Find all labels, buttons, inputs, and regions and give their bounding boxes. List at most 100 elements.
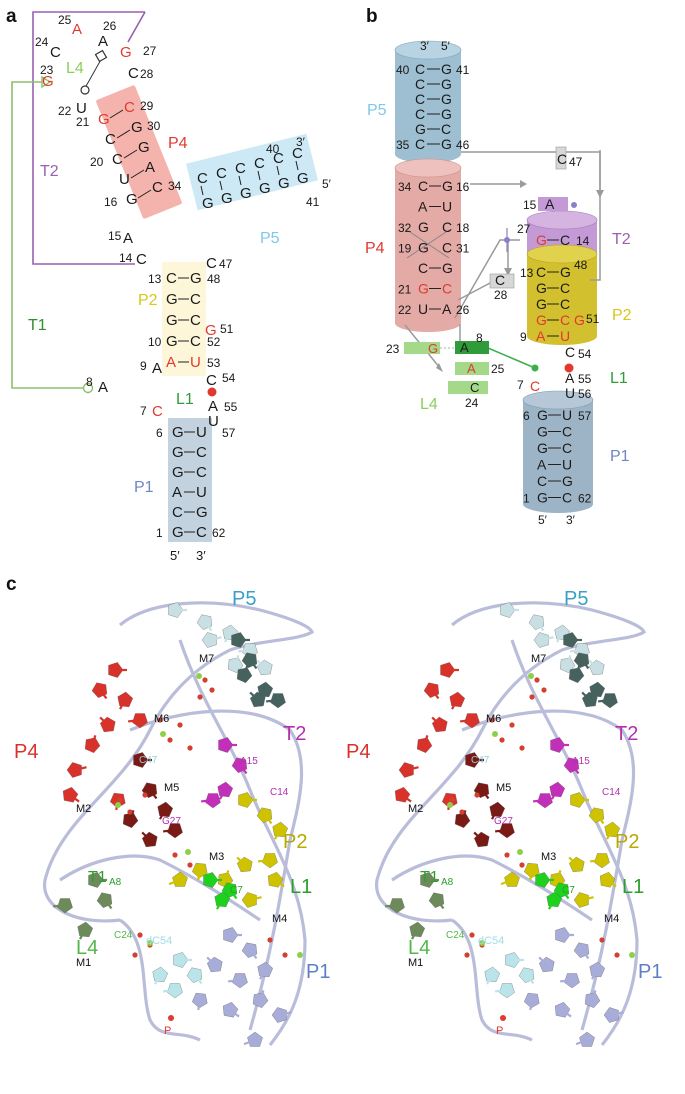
nucleotide-stick [500, 878, 513, 886]
water-dot [167, 737, 173, 743]
nucleotide-number: 52 [207, 335, 221, 349]
b-l4-base: A [467, 361, 476, 376]
stereo-left-label-dc54: dC54 [146, 935, 172, 947]
stereo-right-label-l4: L4 [408, 937, 430, 959]
nucleotide-stick [581, 691, 591, 701]
nucleotide-base [236, 667, 253, 683]
stereo-left-label-c47: C47 [139, 755, 158, 766]
nucleotide-stick [532, 798, 546, 803]
nucleotide-number: 19 [398, 242, 412, 256]
loop-nucleotide: C [50, 44, 61, 61]
label-p5: P5 [260, 230, 280, 247]
nucleotide-number: 14 [576, 234, 590, 248]
b-p5-left-base: C [415, 76, 425, 92]
water-dot [519, 745, 525, 751]
nucleotide-number: 25 [491, 362, 505, 376]
stereo-right-label-p4: P4 [346, 741, 370, 763]
stereo-left-label-g27: G27 [162, 816, 181, 827]
stereo-right-label-c24: C24 [446, 930, 465, 941]
b-p4-right-base: C [442, 219, 452, 235]
label-p4: P4 [168, 135, 188, 152]
nucleotide-stick [555, 870, 562, 881]
water-dot [267, 937, 273, 943]
metal-ion [160, 731, 166, 737]
panel-b-tertiary-schematic: b [365, 6, 632, 527]
label-b-p4: P4 [365, 240, 385, 257]
b-t2-right-base: C [560, 232, 570, 248]
b-p4-left-base: G [418, 281, 429, 297]
b-p5-left-base: G [415, 121, 426, 137]
nucleotide-number: 54 [578, 347, 592, 361]
p5-bond [295, 160, 299, 171]
nucleotide-number: 47 [219, 257, 233, 271]
p1-right-base: G [196, 504, 208, 521]
nucleotide-stick [556, 632, 563, 643]
nucleotide-stick [581, 659, 590, 670]
nucleotide-stick [274, 879, 285, 888]
nucleotide-number: 29 [140, 99, 154, 113]
b-p4-left-base: C [418, 178, 428, 194]
panel-c-label: c [6, 574, 17, 595]
nucleotide-base [157, 801, 173, 818]
p5-top-base: C [273, 150, 284, 167]
nucleotide-number: 40 [396, 63, 410, 77]
label-l4: L4 [66, 60, 84, 77]
b-p5-left-base: C [415, 106, 425, 122]
nucleotide-number: 55 [578, 372, 592, 386]
backbone-ribbon [59, 854, 261, 922]
nucleotide-number: 21 [76, 115, 90, 129]
nucleotide-stick [581, 949, 590, 960]
nucleotide-stick [591, 969, 598, 980]
b-p1-right-base: C [562, 440, 572, 456]
nucleotide-stick [460, 810, 467, 821]
nucleotide-number: 23 [386, 342, 400, 356]
nucleotide-stick [229, 1009, 240, 1018]
stereo-view-left: P5P4T2P2L1T1L4P1M7M6M5M2M3M4M1A15C14C47G… [14, 588, 330, 1047]
water-dot [117, 797, 123, 803]
nucleotide-number: 34 [398, 180, 412, 194]
p5-bottom-base: G [278, 175, 290, 192]
b-p5-right-base: G [441, 91, 452, 107]
water-dot [469, 932, 475, 938]
nucleotide-stick [219, 789, 226, 800]
nucleotide-number: 53 [207, 356, 221, 370]
metal-ion [492, 731, 498, 737]
nucleotide-number: 41 [306, 195, 320, 209]
nucleotide-stick [401, 794, 412, 803]
nucleotide-base [247, 1031, 263, 1047]
p5-bond [276, 165, 280, 176]
b-p2-bulge-base: G [574, 312, 585, 328]
p5-highlight-box [186, 133, 318, 211]
g23-box [404, 342, 440, 354]
p5-bond [219, 180, 223, 191]
b-p5-right-base: G [441, 106, 452, 122]
p1-left-base: G [172, 424, 184, 441]
b-p2-right-base: C [560, 280, 570, 296]
b-p5-right-base: C [441, 121, 451, 137]
b-p2-left-base: A [536, 328, 546, 344]
nucleotide-stick [90, 735, 97, 746]
stereo-left-label-p1: P1 [306, 961, 330, 983]
nucleotide-number: 8 [476, 331, 483, 345]
backbone-ribbon [129, 709, 304, 1031]
stereo-left-label-p5: P5 [232, 588, 256, 610]
nucleotide-stick [99, 689, 108, 700]
water-dot [614, 952, 620, 958]
l1-red-dot-b [564, 363, 574, 373]
p5-cylinder [394, 40, 462, 163]
nucleotide-stick [265, 698, 279, 703]
metal-ion [185, 849, 191, 855]
p5-top-base: C [292, 145, 303, 162]
nucleotide-stick [384, 903, 398, 908]
stereo-left-label-t1: T1 [88, 869, 107, 886]
nucleotide-base [257, 961, 273, 978]
metal-ion [115, 802, 121, 808]
junction-nucleotide: C [206, 255, 217, 272]
nucleotide-stick [459, 718, 473, 723]
p4-highlight-box [96, 85, 182, 219]
t1-triangle-marker [41, 75, 52, 89]
nucleotide-stick [588, 659, 598, 669]
b-p1-left-base: G [537, 407, 548, 423]
p1-left-base: A [172, 484, 182, 501]
linker-nucleotide: C [206, 372, 217, 389]
